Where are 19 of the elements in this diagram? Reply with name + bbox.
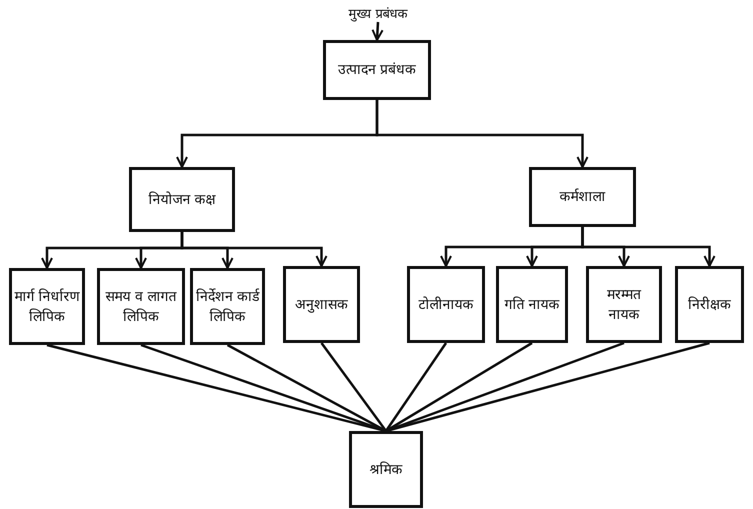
role-box: मार्ग निर्धारण लिपिक: [9, 268, 85, 345]
role-box: अनुशासक: [283, 266, 360, 343]
role-box: उत्पादन प्रबंधक: [323, 40, 431, 100]
role-box: गति नायक: [496, 266, 568, 343]
arrow: [581, 227, 716, 267]
arrow: [376, 100, 588, 168]
connector-line: [320, 342, 387, 432]
arrow: [372, 22, 384, 41]
arrow: [180, 232, 328, 267]
role-box: टोलीनायक: [407, 266, 485, 343]
role-box: कर्मशाला: [529, 167, 636, 227]
role-box: निरीक्षक: [675, 266, 744, 343]
connector-line: [384, 342, 448, 432]
text-label: मुख्य प्रबंधक: [328, 4, 428, 22]
role-box: श्रमिक: [349, 431, 423, 508]
role-box: समय व लागत लिपिक: [97, 268, 185, 345]
role-box: नियोजन कक्ष: [129, 167, 235, 232]
role-box: मरम्मत नायक: [586, 266, 662, 343]
role-box: निर्देशन कार्ड लिपिक: [190, 268, 265, 345]
